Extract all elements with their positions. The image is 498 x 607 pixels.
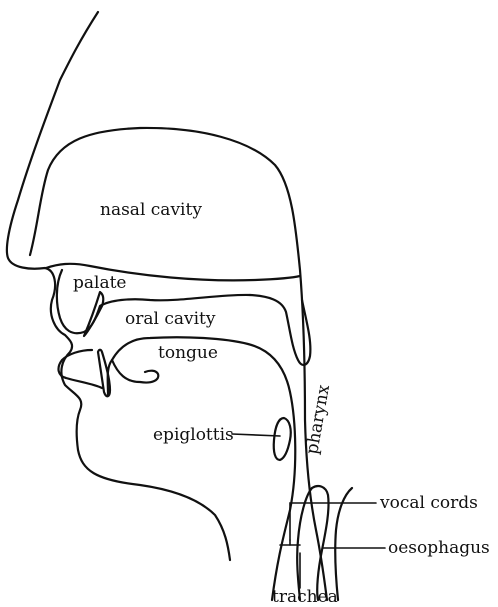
label-epiglottis: epiglottis — [153, 425, 234, 445]
label-trachea: trachea — [272, 587, 338, 607]
epiglottis-leader — [232, 434, 280, 436]
label-oral-cavity: oral cavity — [125, 309, 216, 329]
label-pharynx: pharynx — [302, 383, 334, 456]
label-oesophagus: oesophagus — [388, 538, 490, 558]
tongue-tip-underside — [112, 360, 158, 383]
upper-teeth — [84, 292, 103, 336]
label-vocal-cords: vocal cords — [379, 493, 478, 513]
tongue-outline — [108, 337, 296, 600]
epiglottis-shape — [274, 418, 291, 460]
nasal-cavity-outline — [30, 128, 327, 600]
label-nasal-cavity: nasal cavity — [100, 200, 202, 220]
lower-lip-outline — [59, 350, 102, 388]
label-palate: palate — [73, 273, 126, 293]
label-tongue: tongue — [158, 343, 218, 363]
oesophagus-wall — [335, 488, 352, 600]
